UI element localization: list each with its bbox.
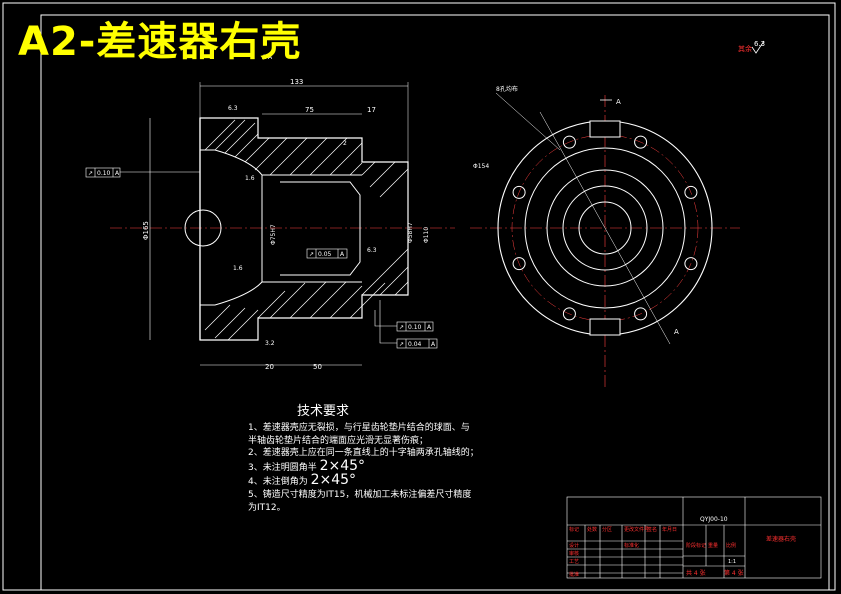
technical-requirements: 技术要求 1、差速器壳应无裂损，与行星齿轮垫片结合的球面、与 半轴齿轮垫片结合的… <box>248 404 548 514</box>
svg-text:0.05: 0.05 <box>318 251 332 258</box>
svg-text:0.10: 0.10 <box>408 324 422 331</box>
tb-sheets: 共 4 张 <box>686 569 706 577</box>
tech-line-7: 为IT12。 <box>248 502 286 513</box>
part-name: 差速器右壳 <box>766 535 796 543</box>
tech-heading: 技术要求 <box>296 404 349 419</box>
tb-cell-zone: 分区 <box>602 526 612 533</box>
outer-profile <box>199 117 409 341</box>
top-right-roughness: 6.3 <box>754 40 765 48</box>
bolt-holes-label: 8孔均布 <box>496 85 518 93</box>
tb-cell-mark: 标记 <box>569 526 579 533</box>
hatch-bottom <box>204 248 409 341</box>
bolt-hole <box>634 307 648 321</box>
tol-frame-1: ↗ 0.10 A <box>85 167 121 178</box>
tb-scale-value: 1:1 <box>728 559 736 565</box>
dim-small-dia: Φ75H7 <box>270 224 277 245</box>
tb-cell-approve: 批准 <box>569 571 579 578</box>
tol-frame-2: ↗ 0.05 A <box>306 248 348 259</box>
roughness-1: 6.3 <box>228 105 238 112</box>
svg-text:A: A <box>115 170 120 177</box>
dim-left-dia: Φ165 <box>142 221 150 240</box>
svg-text:↗: ↗ <box>399 341 404 348</box>
bolt-hole <box>684 257 698 271</box>
tb-cell-change: 更改文件号 <box>624 526 649 533</box>
top-right-note: 其余 <box>738 44 752 53</box>
tb-cell-standard: 标准化 <box>624 542 639 549</box>
svg-text:↗: ↗ <box>88 170 93 177</box>
svg-text:0.10: 0.10 <box>97 170 111 177</box>
tb-cell-sign: 签名 <box>647 526 657 533</box>
svg-text:↗: ↗ <box>309 251 314 258</box>
chamfer-2: 1.6 <box>233 265 243 272</box>
tech-line-1: 1、差速器壳应无裂损，与行星齿轮垫片结合的球面、与 <box>248 423 470 433</box>
svg-text:A: A <box>427 324 432 331</box>
chamfer-3: 2 <box>343 140 347 147</box>
dim-right-dia: Φ58H7 <box>407 222 414 243</box>
tb-cell-design: 设计 <box>569 542 579 549</box>
dim-inner-length: 75 <box>305 106 314 114</box>
inner-border <box>40 14 830 591</box>
bolt-hole <box>634 135 648 149</box>
section-label: A-A <box>262 54 273 61</box>
pcd-label: Φ154 <box>473 163 489 170</box>
tb-cell-stage: 阶段标记 <box>686 542 706 549</box>
tb-cell-review: 审核 <box>569 550 579 557</box>
tech-line-2: 半轴齿轮垫片结合的端面应光滑无显著伤痕； <box>248 435 429 446</box>
title-block <box>566 496 822 579</box>
svg-text:↗: ↗ <box>399 324 404 331</box>
tech-chamfer-5: 2×45° <box>310 472 357 489</box>
bolt-holes <box>512 135 698 321</box>
tol-frame-3: ↗ 0.10 A <box>396 321 434 332</box>
bolt-hole <box>562 135 576 149</box>
dim-right-len: 17 <box>367 106 376 114</box>
roughness-3: 3.2 <box>265 340 275 347</box>
overlay-title: A2-差速器右壳 <box>18 19 302 65</box>
dim-outer-right-dia: Φ110 <box>423 227 430 243</box>
tech-line-4: 3、未注明圆角半 2×45° <box>248 457 366 474</box>
tb-cell-count: 处数 <box>587 526 597 533</box>
dim-overall-length: 133 <box>290 78 303 86</box>
section-mark-top: A <box>616 98 621 106</box>
tech-line-3: 2、差速器壳上应在同一条直线上的十字轴两承孔轴线的； <box>248 448 479 459</box>
tb-cell-weight: 重量 <box>708 542 718 549</box>
dim-bottom-mid: 50 <box>313 363 322 371</box>
dim-bottom-left: 20 <box>265 363 274 371</box>
section-view: 133 75 17 Φ165 Φ75H7 Φ58H7 Φ110 20 50 A-… <box>85 54 455 371</box>
cross-hole <box>184 209 222 247</box>
bolt-hole <box>562 307 576 321</box>
tol-frame-4: ↗ 0.04 A <box>396 338 438 349</box>
tb-sheet-no: 第 4 张 <box>724 569 744 577</box>
svg-text:0.04: 0.04 <box>408 341 422 348</box>
hatch-top <box>204 119 409 198</box>
tech-chamfer-4: 2×45° <box>319 457 366 474</box>
drawing-number: QYJ00-10 <box>700 516 728 523</box>
roughness-2: 6.3 <box>367 247 377 254</box>
tech-line-5: 4、未注倒角为 2×45° <box>248 472 357 489</box>
roughness-symbol <box>751 40 765 54</box>
chamfer-1: 1.6 <box>245 175 255 182</box>
tb-cell-date: 年月日 <box>662 526 677 533</box>
bolt-hole <box>512 185 526 199</box>
svg-text:A: A <box>431 341 436 348</box>
svg-text:A: A <box>340 251 345 258</box>
section-mark-bottom: A <box>674 328 679 336</box>
tech-line-6: 5、铸造尺寸精度为IT15，机械加工未标注偏差尺寸精度 <box>248 489 472 500</box>
tb-cell-scale: 比例 <box>726 542 736 549</box>
end-view: A A 8孔均布 Φ154 <box>470 85 740 390</box>
bolt-hole <box>684 185 698 199</box>
tb-cell-process: 工艺 <box>569 559 579 565</box>
bolt-hole <box>512 257 526 271</box>
